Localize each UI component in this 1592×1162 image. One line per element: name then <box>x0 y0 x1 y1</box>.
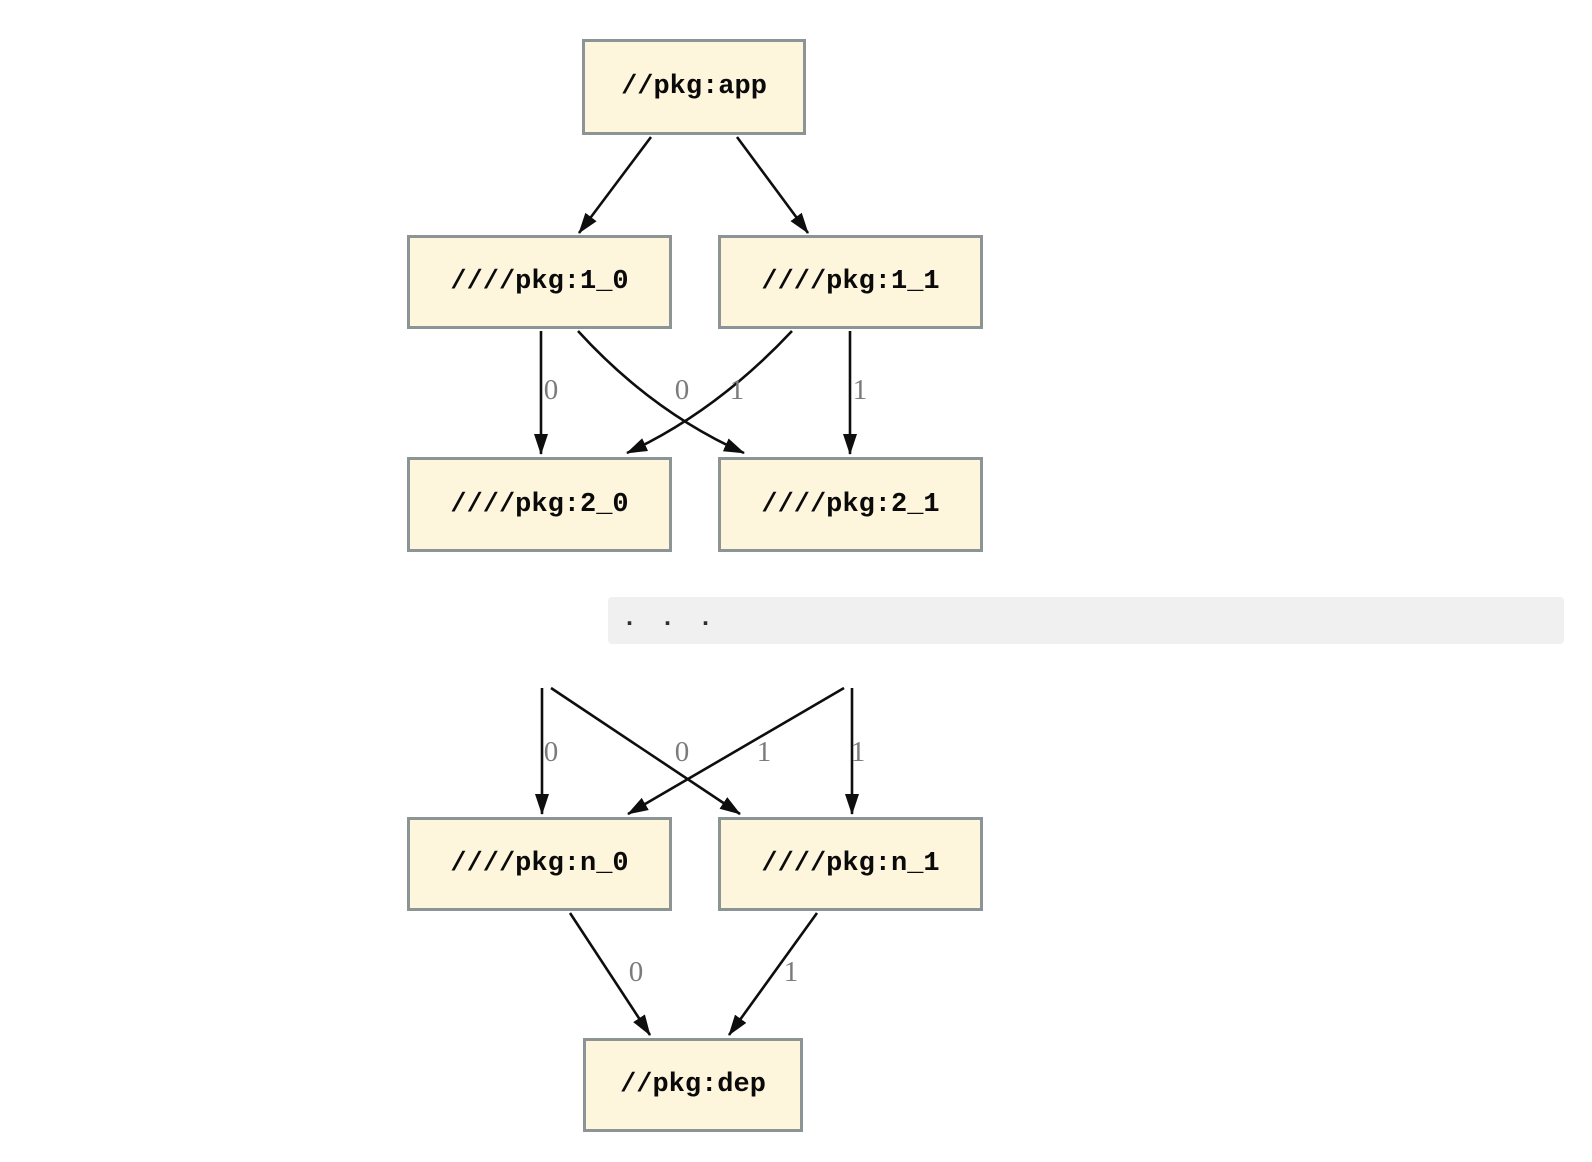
edge-label-hidden-n_1-mid: 1 <box>756 736 772 768</box>
edge-app-to-1_1 <box>735 136 810 234</box>
node-pkg-1_1: ////pkg:1_1 <box>718 235 983 329</box>
ellipsis-text: . . . <box>622 604 718 633</box>
ellipsis-band: . . . <box>608 597 1564 644</box>
node-pkg-app: //pkg:app <box>582 39 806 135</box>
edge-app-to-1_0 <box>577 136 653 234</box>
node-pkg-n_0: ////pkg:n_0 <box>407 817 672 911</box>
edge-label-hidden-n_1-right: 1 <box>850 736 866 768</box>
node-pkg-2_0: ////pkg:2_0 <box>407 457 672 552</box>
edge-label-1_1-2_1: 1 <box>852 374 868 406</box>
edge-label-n_0-dep: 0 <box>628 956 644 988</box>
node-pkg-1_0: ////pkg:1_0 <box>407 235 672 329</box>
edge-label-hidden-n_0-left: 0 <box>543 736 559 768</box>
edge-label-hidden-n_0-mid: 0 <box>674 736 690 768</box>
edge-hidden-right-to-n_0 <box>627 686 845 816</box>
edge-label-n_1-dep: 1 <box>783 956 799 988</box>
node-pkg-2_1: ////pkg:2_1 <box>718 457 983 552</box>
edge-1_0-to-2_1 <box>577 330 745 455</box>
edge-label-1_0-2_1: 1 <box>729 374 745 406</box>
edge-n_1-to-dep <box>727 912 819 1036</box>
edge-n_0-to-dep <box>568 912 652 1036</box>
node-pkg-n_1: ////pkg:n_1 <box>718 817 983 911</box>
node-pkg-dep: //pkg:dep <box>583 1038 803 1132</box>
edge-hidden-left-to-n_1 <box>550 686 741 816</box>
edge-label-1_1-2_0: 0 <box>674 374 690 406</box>
edge-label-1_0-2_0: 0 <box>543 374 559 406</box>
edge-1_1-to-2_0 <box>626 330 793 455</box>
